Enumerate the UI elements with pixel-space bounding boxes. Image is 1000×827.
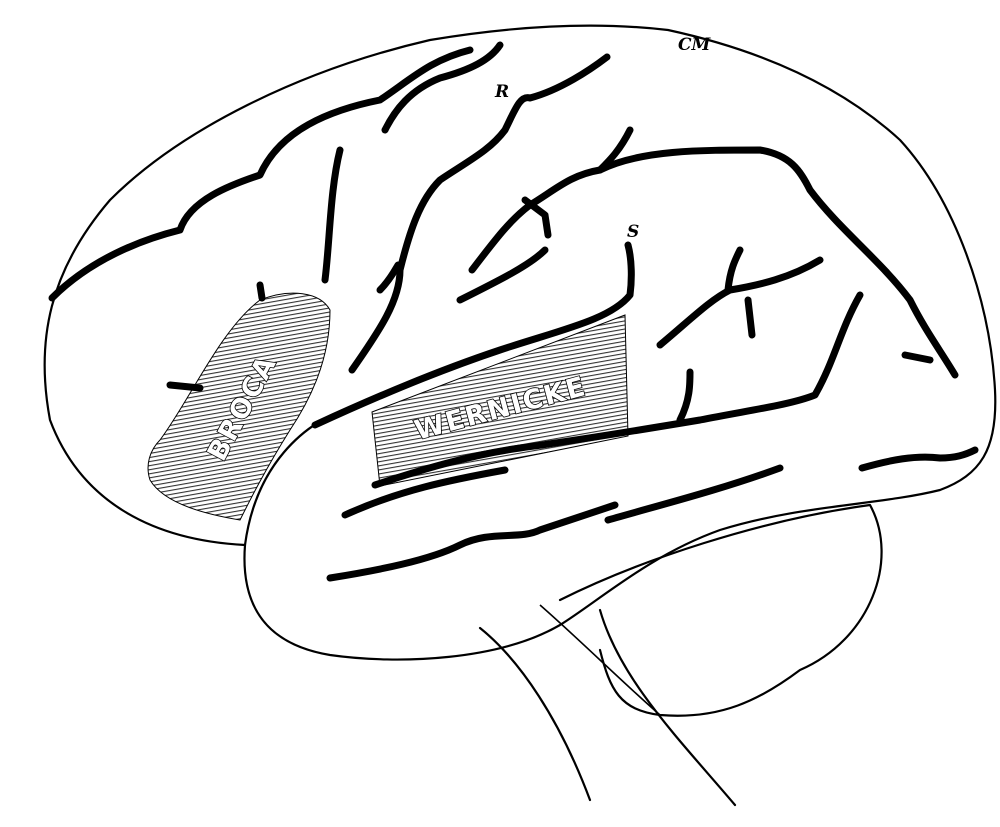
cerebellum-fold [539, 604, 661, 716]
cerebellum-outline [558, 503, 883, 717]
broca-area [147, 292, 331, 521]
label-r: R [494, 82, 509, 102]
label-s: S [627, 222, 639, 242]
cerebrum-outline [43, 24, 997, 661]
sulci [48, 41, 979, 582]
brainstem-outline [478, 608, 737, 807]
label-cm: CM [678, 35, 712, 55]
